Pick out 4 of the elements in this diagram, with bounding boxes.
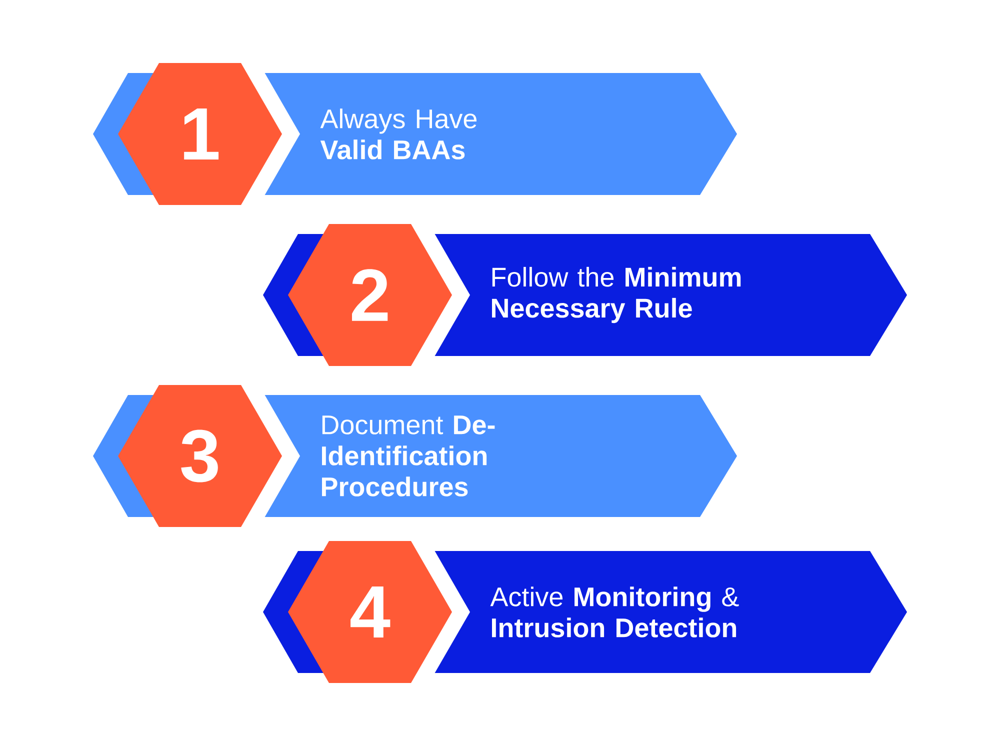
number-hexagon: 3	[118, 385, 282, 527]
number-hexagon: 2	[288, 224, 452, 366]
number-hexagon: 1	[118, 63, 282, 205]
number-hexagon: 4	[288, 541, 452, 683]
